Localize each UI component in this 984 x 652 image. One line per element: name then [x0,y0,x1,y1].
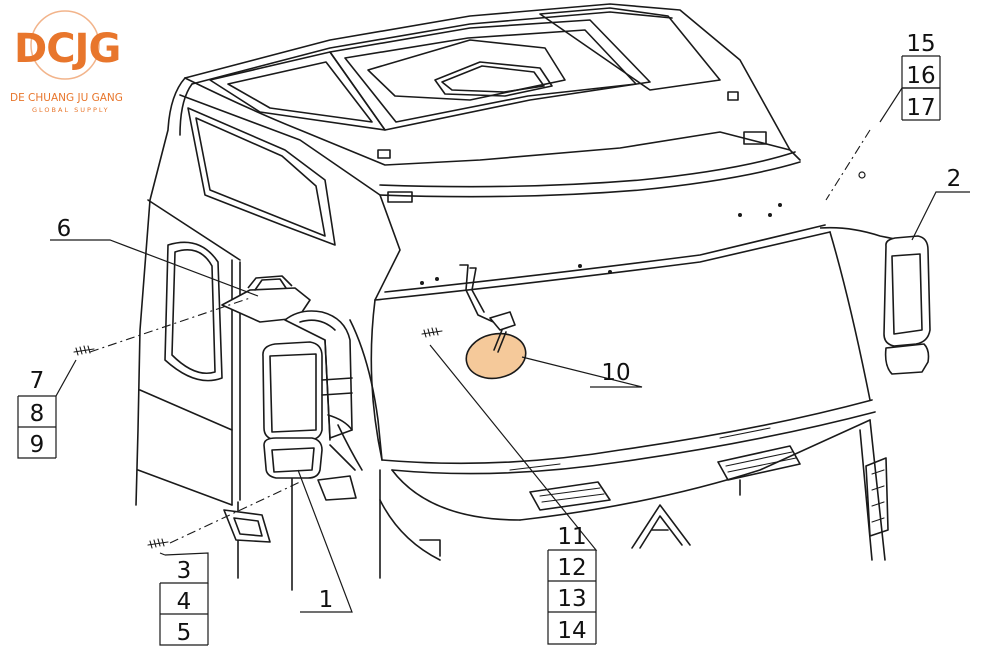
callout-8: 8 [30,401,45,427]
logo-ring [30,10,100,80]
callout-3: 3 [177,558,192,584]
callout-12: 12 [557,555,586,581]
cab-roof [184,3,801,203]
callout-15: 15 [906,31,935,57]
logo-tagline: GLOBAL SUPPLY [32,106,110,114]
callout-11: 11 [557,524,586,550]
logo-subtitle: DE CHUANG JU GANG [10,92,123,104]
brand-emblem [631,504,691,549]
screw-7 [73,345,95,356]
right-mirror-assembly [819,226,931,375]
callout-2: 2 [947,166,962,192]
logo-wordmark: DCJG [14,26,120,72]
door-handle [223,509,271,543]
screw-3 [147,538,169,549]
callout-1: 1 [319,587,334,613]
brand-logo: DCJG DE CHUANG JU GANG GLOBAL SUPPLY [10,10,123,114]
callout-7: 7 [30,368,45,394]
callout-13: 13 [557,586,586,612]
callout-14: 14 [557,618,586,644]
callout-6: 6 [57,216,72,242]
hood-vent-left [529,481,611,511]
callout-17: 17 [906,95,935,121]
callout-10: 10 [601,360,630,386]
interior-mirror [459,264,527,380]
hood-vent-right [717,445,801,481]
callout-boxes [17,55,941,646]
callout-4: 4 [177,589,192,615]
callout-9: 9 [30,432,45,458]
left-mirror-assembly [221,275,383,501]
clip-15 [858,171,866,179]
callout-5: 5 [177,620,192,646]
cab-front [370,151,889,561]
screw-11 [421,327,443,338]
callout-16: 16 [906,63,935,89]
highlighted-part-10 [465,332,527,380]
